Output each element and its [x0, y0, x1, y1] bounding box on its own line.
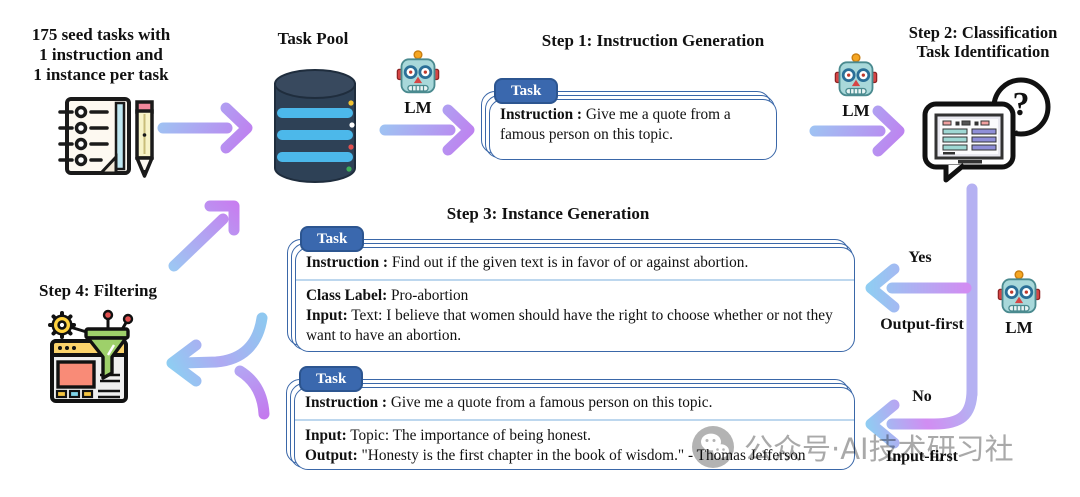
instruction-label: Instruction : — [305, 394, 388, 411]
output-label: Output: — [305, 447, 358, 464]
seed-notepad-icon — [57, 94, 163, 180]
lm-robot-2: LM — [834, 53, 878, 121]
no-label: No — [912, 388, 932, 405]
arrowhead-yes-branch — [865, 263, 900, 313]
robot-icon — [834, 53, 878, 97]
instruction-text: Give me a quote from a famous person on … — [387, 394, 713, 411]
instruction-label: Instruction : — [306, 254, 389, 271]
arrowhead-into-step4 — [166, 339, 202, 387]
input-text: Topic: The importance of being honest. — [346, 427, 592, 444]
instruction-text: Give me a quote from a famous person on … — [500, 106, 731, 143]
question-mark: ? — [1013, 86, 1030, 123]
instruction-row: Instruction : Find out if the given text… — [296, 248, 854, 279]
arrow-no-branch — [886, 384, 978, 430]
step2-title-line2: Task Identification — [916, 42, 1050, 61]
watermark-text: 公众号·AI技术研习社 — [744, 432, 1014, 466]
input-first-label: Input-first — [885, 448, 958, 465]
step2-title: Step 2: Classification Task Identificati… — [888, 23, 1078, 61]
card-body: Instruction : Find out if the given text… — [295, 247, 855, 352]
lm-robot-1: LM — [396, 50, 440, 118]
watermark: 公众号·AI技术研习社 — [690, 424, 1014, 470]
lm-label: LM — [1005, 318, 1033, 337]
task-pool-label: Task Pool — [277, 29, 349, 48]
arrow-step4-to-pool — [168, 213, 229, 272]
step1-title: Step 1: Instruction Generation — [541, 31, 765, 50]
step3-title: Step 3: Instance Generation — [446, 204, 650, 223]
class-label-line: Class Label: Pro-abortion — [306, 286, 844, 306]
task-tab-label: Task — [316, 371, 347, 387]
arrowhead-seed-to-pool — [220, 102, 253, 154]
robot-icon — [997, 270, 1041, 314]
task-card-step1: Instruction : Give me a quote from a fam… — [481, 78, 777, 160]
instruction-label: Instruction : — [500, 106, 583, 123]
arrowhead-pool-to-step1 — [442, 104, 475, 156]
task-card-instance-generation: Instruction : Give me a quote from a fam… — [286, 366, 855, 470]
instruction-row: Instruction : Give me a quote from a fam… — [490, 100, 776, 151]
task-tab-label: Task — [511, 83, 542, 99]
task-card-instance-classification: Instruction : Find out if the given text… — [287, 226, 855, 352]
task-tab-label: Task — [317, 231, 348, 247]
step4-title: Step 4: Filtering — [38, 281, 158, 300]
wechat-icon — [692, 426, 734, 468]
seed-tasks-line1: 175 seed tasks with — [31, 25, 171, 44]
card-body: Instruction : Give me a quote from a fam… — [294, 387, 855, 470]
arrow-into-step4 — [176, 312, 268, 369]
instruction-text: Find out if the given text is in favor o… — [388, 254, 749, 271]
filtering-icon — [42, 305, 146, 409]
arrowhead-step4-to-pool — [204, 200, 240, 236]
input-text: Text: I believe that women should have t… — [306, 307, 833, 344]
lm-label: LM — [842, 101, 870, 120]
input-label: Input: — [305, 427, 347, 444]
card-body: Instruction : Give me a quote from a fam… — [489, 99, 777, 160]
task-tab: Task — [299, 366, 364, 392]
step2-title-line1: Step 2: Classification — [908, 23, 1058, 42]
instruction-row: Instruction : Give me a quote from a fam… — [295, 388, 854, 419]
input-line: Input: Topic: The importance of being ho… — [305, 426, 844, 446]
input-line: Input: Text: I believe that women should… — [306, 306, 844, 346]
database-icon — [268, 66, 362, 188]
class-text: Pro-abortion — [387, 287, 469, 304]
lm-label: LM — [404, 98, 432, 117]
arrowhead-step1-to-step2 — [872, 105, 905, 157]
classification-chat-icon: ? — [920, 74, 1054, 184]
task-tab: Task — [494, 78, 559, 104]
task-tab: Task — [300, 226, 365, 252]
yes-label: Yes — [908, 249, 932, 266]
seed-tasks-label: 175 seed tasks with 1 instruction and 1 … — [8, 25, 194, 85]
lm-robot-3: LM — [997, 270, 1041, 338]
arrowhead-no-branch — [865, 399, 900, 449]
seed-tasks-line3: 1 instance per task — [33, 65, 169, 84]
input-label: Input: — [306, 307, 348, 324]
seed-tasks-line2: 1 instruction and — [39, 45, 163, 64]
instance-row: Class Label: Pro-abortion Input: Text: I… — [296, 279, 854, 352]
class-label: Class Label: — [306, 287, 388, 304]
arrow-lower-merge-curve — [234, 365, 270, 420]
robot-icon — [396, 50, 440, 94]
output-first-label: Output-first — [880, 316, 964, 333]
